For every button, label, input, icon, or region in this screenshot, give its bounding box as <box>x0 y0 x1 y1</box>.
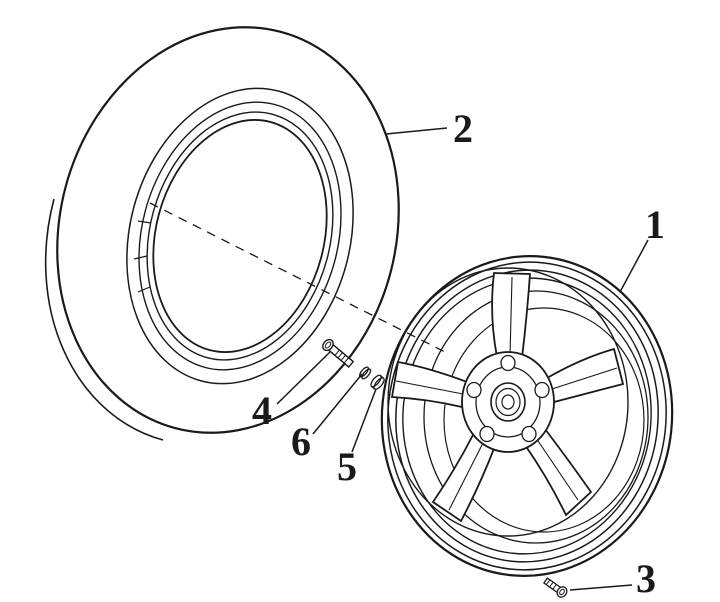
tire-bead-hatch-line <box>137 286 151 293</box>
spoke-right <box>545 347 625 404</box>
callout-2[interactable]: 2 <box>453 106 473 151</box>
thread-line <box>552 584 557 590</box>
assembly-axis-dashed-line <box>149 202 448 354</box>
tire-bead-outer-ring <box>138 101 342 371</box>
leader-lines <box>276 127 649 591</box>
hub-center-bore-inner <box>495 387 521 417</box>
rim-bead-seat-line <box>402 277 652 555</box>
tire <box>44 26 400 441</box>
spoke-bottom-left <box>431 431 497 523</box>
leader-line-3 <box>569 584 633 591</box>
tire-outer-outline <box>56 26 400 434</box>
hub-bolt-hole <box>534 381 550 399</box>
wheel-face-edge <box>387 267 629 537</box>
axle-bolt <box>322 338 355 368</box>
thread-line <box>343 357 350 364</box>
tire-tread-depth-line <box>44 198 164 441</box>
callout-6[interactable]: 6 <box>291 419 311 464</box>
tire-sidewall-shoulder-ring <box>126 87 354 385</box>
screw-head <box>556 586 568 598</box>
hub-axle-hole <box>501 394 515 410</box>
rim-flange-line <box>395 269 659 563</box>
leader-line-4 <box>276 351 331 405</box>
tire-opening-outline <box>152 119 328 353</box>
washer <box>359 366 372 380</box>
spoke-bottom-right <box>523 427 593 517</box>
leader-line-2 <box>385 127 448 135</box>
leader-line-5 <box>351 388 377 453</box>
leader-line-1 <box>619 239 649 293</box>
hub-bolt-hole <box>500 354 516 372</box>
callout-5[interactable]: 5 <box>337 444 357 489</box>
tire-bead-hatch-line <box>133 255 148 260</box>
rim-barrel-line-outer <box>423 290 649 544</box>
spacer-back <box>373 377 385 390</box>
callout-4[interactable]: 4 <box>252 388 272 433</box>
callout-3[interactable]: 3 <box>636 556 656 601</box>
callout-1[interactable]: 1 <box>645 202 665 247</box>
wheel-hub <box>461 351 555 453</box>
spoke-left <box>390 360 469 409</box>
thread-line <box>549 581 554 588</box>
bolt-head-detail <box>324 341 332 349</box>
wheel-rim <box>380 255 674 577</box>
spoke-accent-line <box>535 437 579 501</box>
rim-barrel-line-inner <box>443 307 645 533</box>
screw <box>542 577 568 598</box>
spoke-accent-line <box>448 440 485 511</box>
screw-head-detail <box>559 588 565 596</box>
callouts: 1 2 3 4 5 6 <box>252 106 665 601</box>
thread-line <box>334 349 340 356</box>
spacer <box>370 374 385 390</box>
spacer-face <box>370 374 382 388</box>
washer-back <box>361 368 372 380</box>
tire-bead-hatch-line <box>137 220 152 224</box>
spoke-accent-line <box>509 276 513 357</box>
spoke-accent-line <box>395 380 464 395</box>
thread-line <box>545 579 551 585</box>
rim-lip-inner-line <box>387 261 667 571</box>
thread-line <box>340 354 346 361</box>
hub-bolt-hole <box>521 425 537 443</box>
tire-bead-inner-ring <box>146 111 334 361</box>
hub-bolt-hole <box>479 425 495 443</box>
hub-bolt-hole <box>466 381 482 399</box>
leader-line-6 <box>312 373 363 435</box>
rim-outer-lip <box>380 255 674 577</box>
spoke-accent-line <box>551 367 618 390</box>
thread-line <box>337 352 343 359</box>
wheel-spokes <box>390 272 625 523</box>
